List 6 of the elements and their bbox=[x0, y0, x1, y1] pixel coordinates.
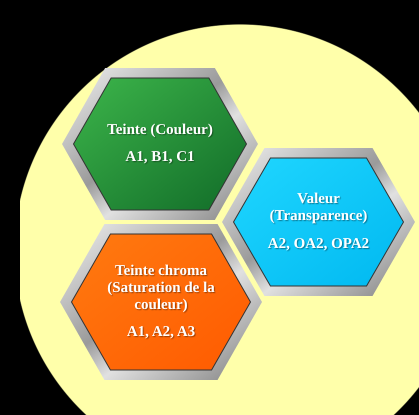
code-list: A2, OA2, OPA2 bbox=[268, 236, 370, 253]
code-list: A1, B1, C1 bbox=[125, 149, 195, 166]
category-title: Teinte chroma (Saturation de la couleur) bbox=[106, 262, 216, 314]
category-title: Valeur (Transparence) bbox=[268, 191, 368, 226]
category-title: Teinte (Couleur) bbox=[107, 122, 213, 139]
code-list: A1, A2, A3 bbox=[126, 324, 196, 342]
